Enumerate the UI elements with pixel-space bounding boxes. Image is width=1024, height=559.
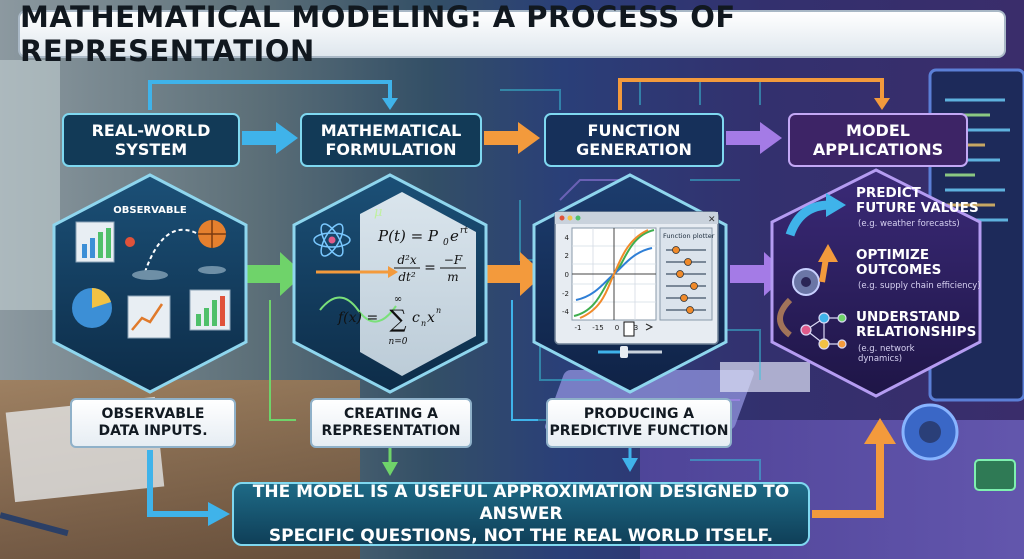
window-max-dot[interactable] bbox=[575, 215, 581, 221]
svg-text:4: 4 bbox=[565, 234, 570, 242]
connector-caption-2-to-banner-head bbox=[382, 462, 398, 476]
svg-text:0: 0 bbox=[565, 271, 569, 279]
caption-predictive-function: PRODUCING A PREDICTIVE FUNCTION bbox=[546, 398, 732, 448]
connector-caption-1-to-banner-head bbox=[208, 502, 230, 526]
plot-curve-orange bbox=[579, 229, 649, 319]
label-arrow-3 bbox=[726, 122, 782, 154]
app-optimize-example: (e.g. supply chain efficiency) bbox=[858, 281, 981, 291]
svg-text:d²x: d²x bbox=[397, 253, 416, 267]
svg-text:f(x) =: f(x) = bbox=[337, 310, 378, 326]
window-light bbox=[0, 60, 60, 310]
connector-hex-to-caption-2 bbox=[511, 300, 538, 421]
plot-x-arrow-icon bbox=[645, 323, 654, 331]
svg-text:dt²: dt² bbox=[398, 270, 416, 284]
window-close-dot[interactable] bbox=[559, 215, 565, 221]
label-arrow-1 bbox=[242, 122, 298, 154]
app-optimize-title: OPTIMIZE OUTCOMES bbox=[856, 247, 942, 278]
cursor-icon bbox=[623, 321, 635, 337]
plotter-titlebar bbox=[555, 212, 718, 224]
connector-banner-to-apps bbox=[812, 440, 884, 518]
connector-caption-1-to-banner bbox=[147, 450, 210, 517]
svg-text:n: n bbox=[436, 306, 441, 315]
plotter-slider-knobs[interactable] bbox=[672, 246, 698, 314]
wave-curve bbox=[319, 296, 397, 323]
feedback-arrow-2-head bbox=[874, 98, 890, 110]
stage-label-applications: MODEL APPLICATIONS bbox=[788, 113, 968, 167]
app-relationships-title: UNDERSTAND RELATIONSHIPS bbox=[856, 309, 977, 340]
svg-text:rt: rt bbox=[460, 226, 468, 236]
bottom-slider[interactable] bbox=[598, 346, 662, 358]
stage-label-function: FUNCTION GENERATION bbox=[544, 113, 724, 167]
hex-arrow-2 bbox=[486, 252, 544, 296]
connector-hex-to-caption-1 bbox=[269, 300, 296, 421]
gear-decoration bbox=[901, 403, 959, 461]
force-vector-arrow-head bbox=[388, 266, 398, 278]
svg-text:-2: -2 bbox=[562, 290, 569, 298]
svg-text:∑: ∑ bbox=[389, 305, 406, 333]
basketball-icon bbox=[198, 220, 226, 274]
plot-y-tick-labels: 4 2 0 -2 -4 bbox=[562, 234, 570, 316]
formula-panel bbox=[360, 192, 476, 376]
formula-power-series: f(x) = ∞ ∑ n=0 c n x n bbox=[337, 294, 441, 347]
window-min-dot[interactable] bbox=[567, 215, 573, 221]
bar-chart-icon bbox=[75, 221, 115, 263]
atom-icon bbox=[313, 223, 351, 257]
hex-arrow-1 bbox=[246, 252, 304, 296]
svg-text:-1: -1 bbox=[575, 324, 582, 332]
formula-growth: P(t) = P 0 e rt bbox=[377, 226, 468, 248]
feedback-arrow-1 bbox=[148, 80, 392, 110]
svg-text:n: n bbox=[421, 319, 426, 328]
stage-label-formulation: MATHEMATICAL FORMULATION bbox=[300, 113, 482, 167]
plot-x-tick-labels: -1 -15 0 3 bbox=[575, 324, 639, 332]
trajectory-icon bbox=[125, 228, 201, 280]
caption-representation: CREATING A REPRESENTATION bbox=[310, 398, 472, 448]
pen bbox=[0, 512, 69, 537]
svg-text:x: x bbox=[427, 310, 435, 326]
feedback-arrow-1-head bbox=[382, 98, 398, 110]
svg-text:n=0: n=0 bbox=[388, 337, 407, 347]
optimize-arrow-icon bbox=[818, 244, 838, 283]
svg-text:−F: −F bbox=[444, 253, 463, 267]
label-arrow-2 bbox=[484, 122, 540, 154]
observable-label: OBSERVABLE bbox=[113, 205, 187, 216]
growth-chart-icon bbox=[189, 289, 231, 331]
predict-arrow-icon bbox=[785, 193, 846, 237]
pie-chart-icon bbox=[72, 288, 112, 328]
app-predict-example: (e.g. weather forecasts) bbox=[858, 219, 960, 229]
plotter-title: Function plotter bbox=[663, 232, 715, 240]
svg-text:e: e bbox=[450, 227, 459, 245]
connector-caption-3-to-banner-head bbox=[622, 458, 638, 472]
stage-label-real-world: REAL-WORLD SYSTEM bbox=[62, 113, 240, 167]
apps-inlet-arrow bbox=[777, 297, 793, 338]
formula-newton: d²x dt² = −F m bbox=[394, 253, 466, 284]
app-predict-title: PREDICT FUTURE VALUES bbox=[856, 185, 979, 216]
svg-text:∞: ∞ bbox=[394, 294, 402, 305]
keyboard-pad bbox=[720, 362, 810, 392]
svg-text:-15: -15 bbox=[592, 324, 603, 332]
svg-text:0: 0 bbox=[615, 324, 619, 332]
optimize-gear-icon bbox=[792, 268, 820, 296]
conclusion-banner: THE MODEL IS A USEFUL APPROXIMATION DESI… bbox=[232, 482, 810, 546]
svg-text:P(t) = P: P(t) = P bbox=[377, 227, 439, 245]
window-close-icon[interactable]: ✕ bbox=[708, 215, 716, 225]
svg-text:3: 3 bbox=[634, 324, 638, 332]
svg-text:=: = bbox=[424, 260, 436, 276]
svg-text:0: 0 bbox=[443, 238, 449, 248]
network-icon bbox=[800, 312, 847, 350]
app-relationships-example: (e.g. network dynamics) bbox=[858, 344, 915, 364]
chip-decoration bbox=[974, 459, 1016, 491]
feedback-arrow-2 bbox=[618, 78, 884, 110]
line-chart-icon bbox=[127, 295, 171, 339]
svg-text:c: c bbox=[412, 310, 420, 326]
svg-text:2: 2 bbox=[565, 252, 569, 260]
mu-symbol: μ bbox=[374, 205, 382, 220]
svg-text:m: m bbox=[447, 270, 458, 284]
connector-banner-to-apps-head bbox=[864, 418, 896, 444]
svg-text:-4: -4 bbox=[562, 308, 570, 316]
caption-data-inputs: OBSERVABLE DATA INPUTS. bbox=[70, 398, 236, 448]
